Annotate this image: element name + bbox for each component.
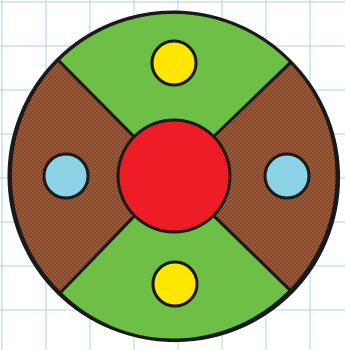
left-blue-dot <box>44 154 88 198</box>
bottom-yellow-dot <box>153 262 197 306</box>
top-yellow-dot <box>152 41 196 85</box>
right-blue-dot <box>265 154 309 198</box>
center-red-circle <box>118 120 230 232</box>
